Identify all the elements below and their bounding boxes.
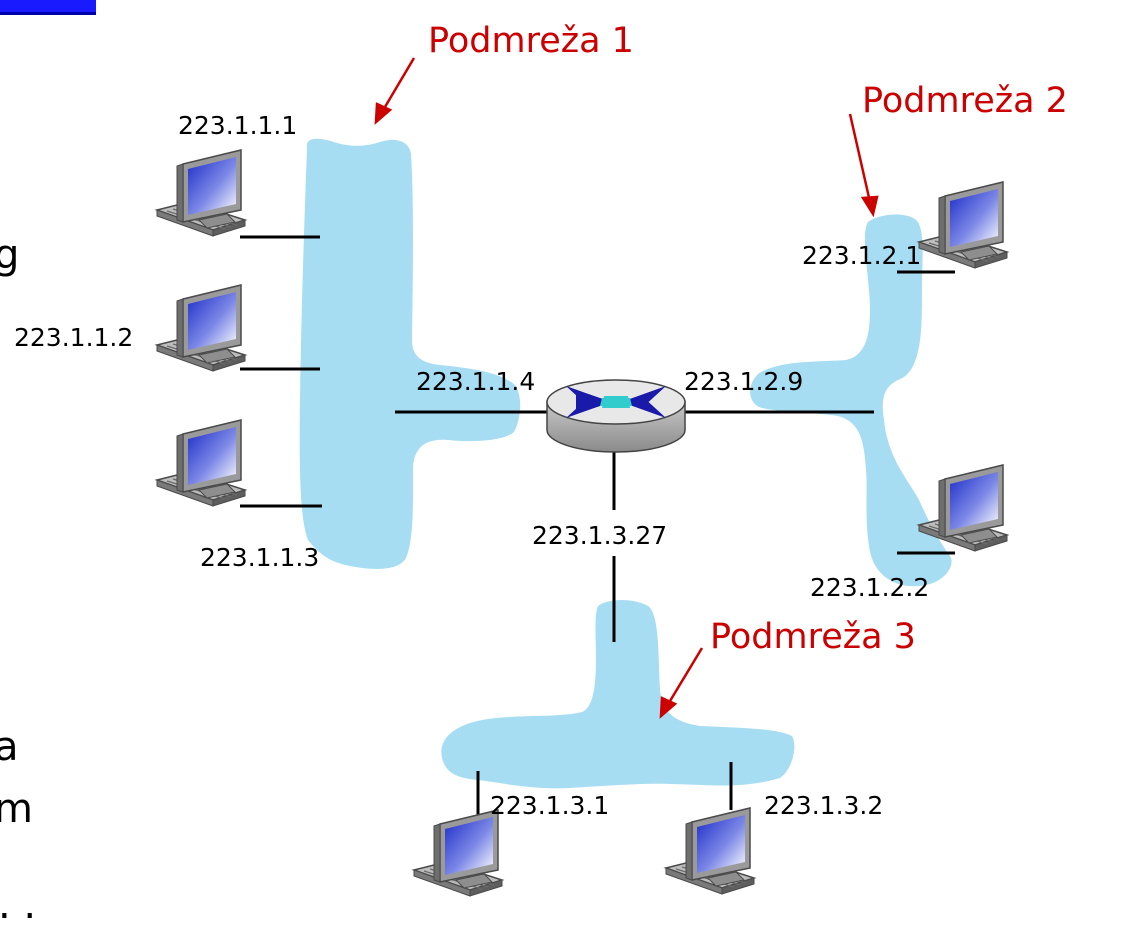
computer-icon <box>665 807 755 895</box>
subnet-2-label: Podmreža 2 <box>862 81 1068 121</box>
subnet-3-label: Podmreža 3 <box>710 617 916 657</box>
subnet-1-label: Podmreža 1 <box>428 21 634 61</box>
host-ip-label: 223.1.3.1 <box>490 791 609 820</box>
subnet-3-arrowhead <box>659 696 678 719</box>
cropped-text-2: a <box>0 724 19 770</box>
header-underline <box>0 12 96 15</box>
subnet-1-shape <box>299 138 521 569</box>
subnet-1-arrowhead <box>374 102 393 125</box>
router-icon <box>546 379 686 453</box>
header-bar <box>0 0 96 12</box>
host-ip-label: 223.1.1.3 <box>200 543 319 572</box>
cropped-text-1: g <box>0 232 19 278</box>
cropped-text-4: . . <box>0 882 36 926</box>
router-interface-label: 223.1.2.9 <box>684 367 803 396</box>
computer-icon <box>156 149 246 237</box>
subnet-3-shape <box>441 600 795 789</box>
cropped-text-3: m <box>0 786 33 832</box>
host-ip-label: 223.1.1.1 <box>178 111 297 140</box>
host-ip-label: 223.1.1.2 <box>14 323 133 352</box>
computer-icon <box>156 284 246 372</box>
computer-icon <box>156 419 246 507</box>
host-ip-label: 223.1.2.2 <box>810 573 929 602</box>
subnet-1-arrow <box>380 57 416 113</box>
router-interface-label: 223.1.3.27 <box>532 521 667 550</box>
host-ip-label: 223.1.3.2 <box>764 791 883 820</box>
host-ip-label: 223.1.2.1 <box>802 241 921 270</box>
subnet-2-arrow <box>848 113 872 203</box>
subnet-3-arrow <box>665 647 704 707</box>
computer-icon <box>413 809 503 897</box>
subnet-2-shape <box>750 214 952 587</box>
router-interface-label: 223.1.1.4 <box>416 367 535 396</box>
computer-icon <box>918 181 1008 269</box>
links <box>240 235 955 816</box>
subnet-2-arrowhead <box>860 195 879 218</box>
